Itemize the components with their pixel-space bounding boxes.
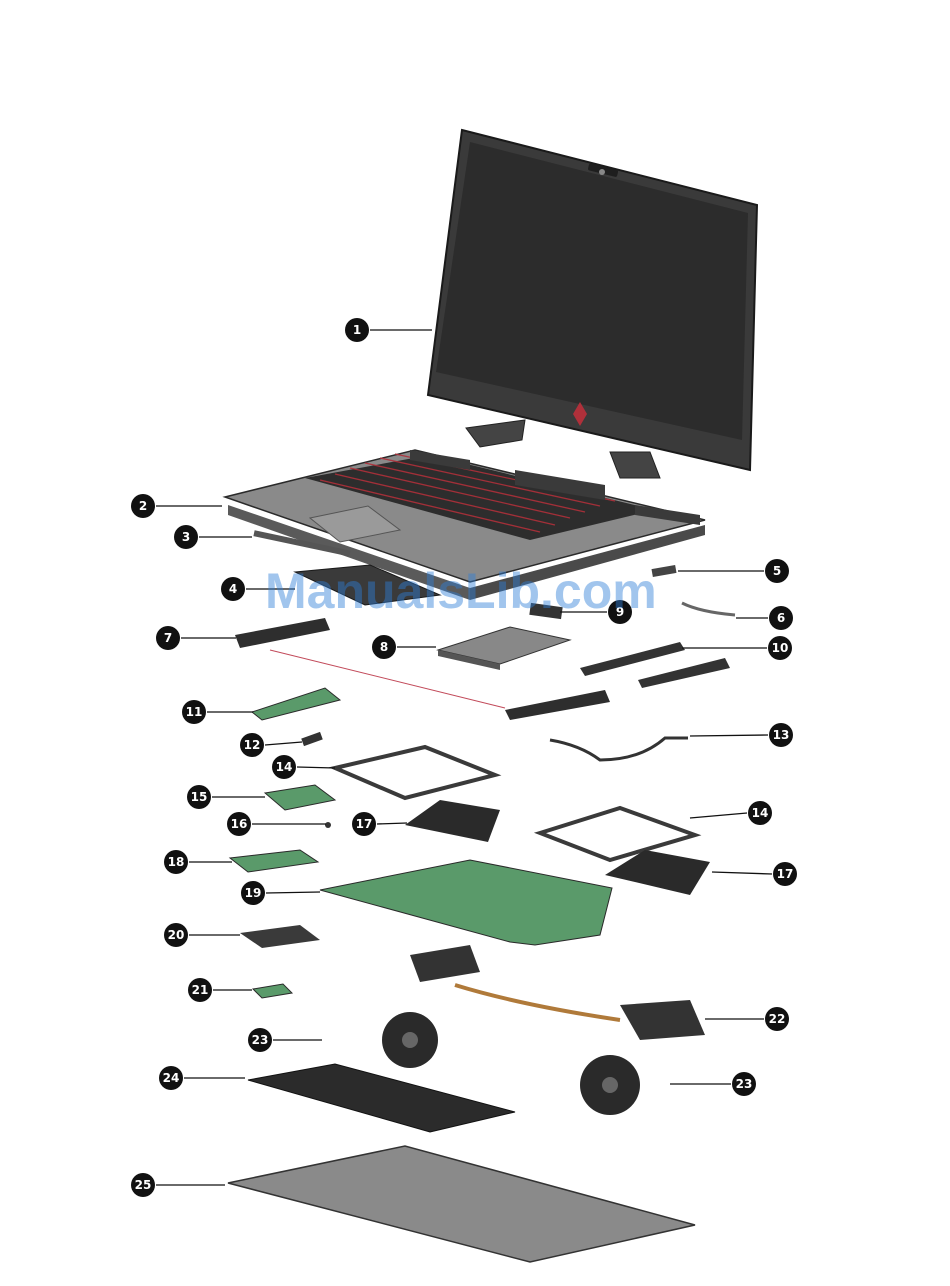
- callout-number: 6: [777, 611, 785, 625]
- part-display-assembly: [428, 130, 757, 478]
- callout-number: 10: [772, 641, 789, 655]
- callout-14: 14: [748, 801, 772, 825]
- part-6: [682, 603, 735, 615]
- part-21: [253, 984, 292, 998]
- callout-number: 18: [168, 855, 185, 869]
- callout-number: 17: [777, 867, 794, 881]
- callout-number: 3: [182, 530, 190, 544]
- callout-number: 20: [168, 928, 185, 942]
- callout-8: 8: [372, 635, 396, 659]
- callout-25: 25: [131, 1173, 155, 1197]
- callout-number: 23: [252, 1033, 269, 1047]
- callout-number: 14: [276, 760, 293, 774]
- callout-5: 5: [765, 559, 789, 583]
- callout-2: 2: [131, 494, 155, 518]
- callout-18: 18: [164, 850, 188, 874]
- leader-line-17: [377, 823, 407, 824]
- callout-15: 15: [187, 785, 211, 809]
- callout-number: 12: [244, 738, 261, 752]
- callout-number: 11: [186, 705, 203, 719]
- callout-22: 22: [765, 1007, 789, 1031]
- callout-number: 22: [769, 1012, 786, 1026]
- callout-number: 16: [231, 817, 248, 831]
- callout-14: 14: [272, 755, 296, 779]
- callout-number: 19: [245, 886, 262, 900]
- leader-lines: [156, 330, 772, 1185]
- leader-line-13: [690, 735, 768, 736]
- part-10b: [638, 658, 730, 688]
- part-25: [228, 1146, 695, 1262]
- callout-23: 23: [248, 1028, 272, 1052]
- part-17: [405, 800, 500, 842]
- callout-3: 3: [174, 525, 198, 549]
- callout-number: 23: [736, 1077, 753, 1091]
- callout-12: 12: [240, 733, 264, 757]
- callout-number: 14: [752, 806, 769, 820]
- callout-17: 17: [352, 812, 376, 836]
- callout-number: 25: [135, 1178, 152, 1192]
- watermark-text: ManualsLib.com: [265, 563, 657, 619]
- leader-line-12: [265, 742, 302, 745]
- part-16: [325, 822, 331, 828]
- leader-line-17: [712, 872, 772, 874]
- callout-number: 1: [353, 323, 361, 337]
- callout-16: 16: [227, 812, 251, 836]
- callout-20: 20: [164, 923, 188, 947]
- leader-line-19: [266, 892, 320, 893]
- callout-21: 21: [188, 978, 212, 1002]
- callout-number: 21: [192, 983, 209, 997]
- callout-10: 10: [768, 636, 792, 660]
- part-11: [252, 688, 340, 720]
- callout-number: 7: [164, 631, 172, 645]
- callout-number: 24: [163, 1071, 180, 1085]
- callout-23: 23: [732, 1072, 756, 1096]
- callout-number: 4: [229, 582, 237, 596]
- callout-11: 11: [182, 700, 206, 724]
- callout-7: 7: [156, 626, 180, 650]
- part-22: [410, 945, 705, 1040]
- callout-number: 8: [380, 640, 388, 654]
- callout-17: 17: [773, 862, 797, 886]
- part-15: [265, 785, 335, 810]
- callout-number: 17: [356, 817, 373, 831]
- part-13: [550, 738, 688, 760]
- part-20: [240, 925, 320, 948]
- leader-line-14: [297, 767, 335, 768]
- part-14: [335, 747, 695, 860]
- part-18: [230, 850, 318, 872]
- callout-4: 4: [221, 577, 245, 601]
- part-12: [301, 732, 323, 746]
- callout-1: 1: [345, 318, 369, 342]
- callout-19: 19: [241, 881, 265, 905]
- leader-line-14: [690, 813, 747, 818]
- callout-number: 15: [191, 790, 208, 804]
- callout-number: 2: [139, 499, 147, 513]
- part-8: [438, 627, 570, 670]
- callout-6: 6: [769, 606, 793, 630]
- callout-number: 13: [773, 728, 790, 742]
- part-19: [320, 860, 612, 945]
- callout-13: 13: [769, 723, 793, 747]
- callout-24: 24: [159, 1066, 183, 1090]
- part-24: [248, 1064, 515, 1132]
- callout-number: 5: [773, 564, 781, 578]
- part-10: [580, 642, 685, 676]
